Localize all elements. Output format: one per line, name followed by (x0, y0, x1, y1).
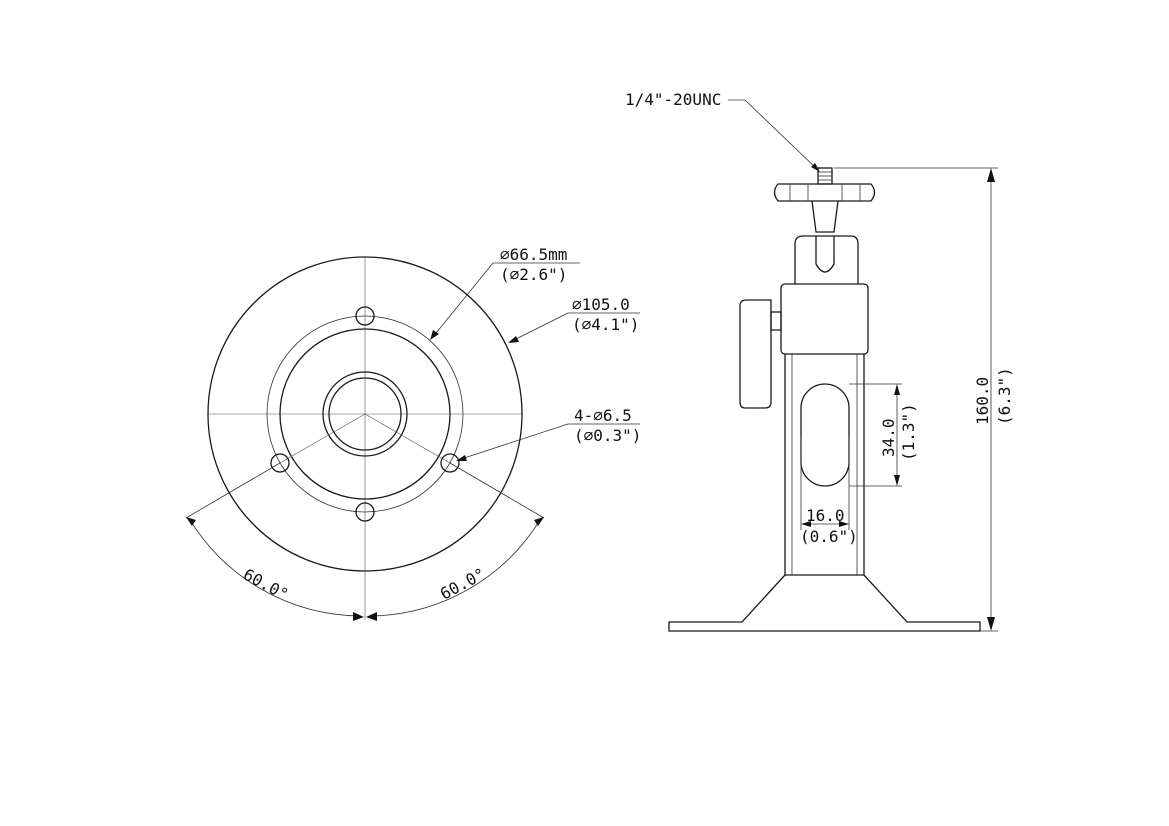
angle-extension-right (449, 462, 545, 519)
angle-arrow-3 (366, 612, 377, 621)
mount-hole-bottom (355, 502, 375, 522)
angle-arc-right (369, 519, 541, 617)
height-arrow-top (987, 168, 995, 182)
mount-hole-top (355, 306, 375, 326)
angle-label-left: 60.0° (240, 565, 291, 604)
side-knob (739, 299, 772, 409)
slot-height-arrow-bottom (894, 475, 900, 486)
dim-slot-width-mm: 16.0 (806, 506, 845, 525)
leader-outer-arrow (508, 336, 519, 343)
front-view: 60.0° 60.0° ∅66.5mm (∅2.6") ∅105.0 (∅4.1… (185, 245, 641, 621)
thread-label: 1/4"-20UNC (625, 90, 721, 109)
angle-arrow-2 (353, 612, 364, 621)
bolt-radial-left (279, 413, 366, 464)
leader-inner-circle (431, 262, 494, 339)
dim-inner-circle-in: (∅2.6") (500, 265, 567, 284)
knurled-nut (773, 183, 876, 202)
dim-slot-height-mm: 34.0 (879, 418, 898, 457)
angle-arrow-4 (534, 517, 544, 526)
angle-label-right: 60.0° (437, 564, 488, 603)
side-view: 1/4"-20UNC (625, 90, 1014, 632)
dim-holes-mm: 4-∅6.5 (574, 406, 632, 425)
hub-outer-circle (322, 371, 408, 457)
dim-holes-in: (∅0.3") (574, 426, 641, 445)
dim-outer-circle-mm: ∅105.0 (572, 295, 630, 314)
ball-stem-slot (815, 236, 835, 273)
height-arrow-bottom (987, 617, 995, 631)
leader-holes-arrow (456, 455, 467, 461)
dim-slot-height-in: (1.3") (899, 403, 918, 461)
leader-outer-circle (509, 312, 569, 343)
slot-width-arrow-right (839, 521, 849, 527)
slot-width-arrow-left (801, 521, 811, 527)
hub-inner-circle (328, 377, 402, 451)
mount-hole-right (440, 453, 460, 473)
knob-screw (770, 311, 782, 331)
foot-flare (668, 574, 981, 632)
slot-height-arrow-top (894, 384, 900, 395)
ball-housing (794, 235, 859, 284)
leader-inner-arrow (430, 330, 439, 340)
dim-slot-width-in: (0.6") (800, 527, 858, 546)
boss-circle (279, 328, 451, 500)
angle-arrow-1 (186, 517, 196, 526)
base-outer-circle (207, 256, 523, 572)
dim-height-mm: 160.0 (973, 377, 992, 425)
upper-collar (780, 283, 869, 355)
tube-slot (800, 383, 850, 487)
angle-arc-left (189, 519, 361, 617)
swivel-neck (811, 200, 839, 233)
dim-outer-circle-in: (∅4.1") (572, 315, 639, 334)
bolt-radial-right (364, 413, 451, 464)
leader-holes (457, 423, 569, 461)
angle-extension-left (185, 462, 281, 519)
bolt-circle (266, 315, 464, 513)
mount-hole-left (270, 453, 290, 473)
thread-leader (744, 99, 819, 171)
dim-inner-circle-mm: ∅66.5mm (500, 245, 567, 264)
dim-height-in: (6.3") (995, 367, 1014, 425)
